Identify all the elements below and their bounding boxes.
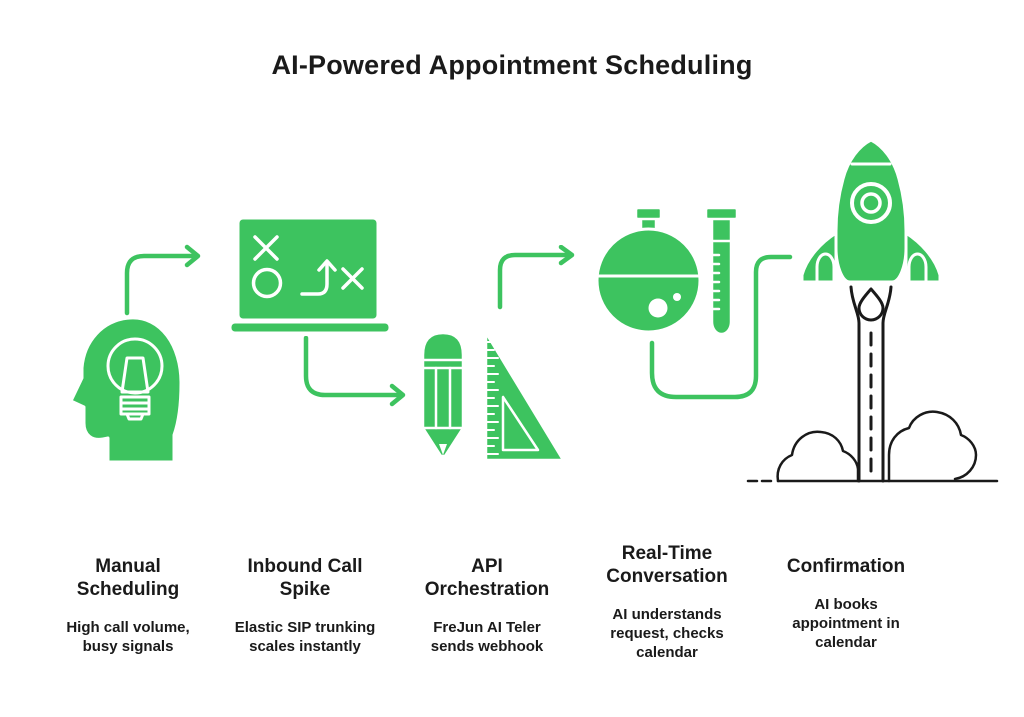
- head-lightbulb-icon: [69, 316, 183, 464]
- step-title: Confirmation: [786, 556, 906, 577]
- flow-arrow-icon: [497, 245, 575, 310]
- step-description: Elastic SIP trunking scales instantly: [234, 618, 376, 655]
- step-title: Manual Scheduling: [76, 556, 180, 600]
- step-label: Manual Scheduling High call volume, busy…: [28, 556, 228, 656]
- step-description: High call volume, busy signals: [66, 618, 190, 655]
- flask-test-tube-icon: [595, 206, 739, 336]
- step-title: Inbound Call Spike: [247, 556, 363, 600]
- step-title: API Orchestration: [424, 556, 550, 600]
- step-label: Real-Time Conversation AI understands re…: [565, 543, 769, 662]
- flow-arrow-icon: [124, 244, 201, 316]
- step-description: FreJun AI Teler sends webhook: [430, 618, 544, 655]
- page-title: AI-Powered Appointment Scheduling: [271, 50, 753, 80]
- flow-connector-icon: [649, 254, 793, 400]
- step-title: Real-Time Conversation: [606, 543, 728, 587]
- strategy-board-icon: [228, 216, 392, 335]
- step-label: Confirmation AI books appointment in cal…: [746, 556, 946, 652]
- pencil-set-square-icon: [421, 331, 565, 462]
- step-label: API Orchestration FreJun AI Teler sends …: [387, 556, 587, 656]
- step-label: Inbound Call Spike Elastic SIP trunking …: [205, 556, 405, 656]
- flow-arrow-icon: [303, 336, 406, 407]
- rocket-launch-icon: [746, 138, 999, 483]
- step-description: AI books appointment in calendar: [792, 595, 900, 651]
- step-description: AI understands request, checks calendar: [610, 605, 724, 661]
